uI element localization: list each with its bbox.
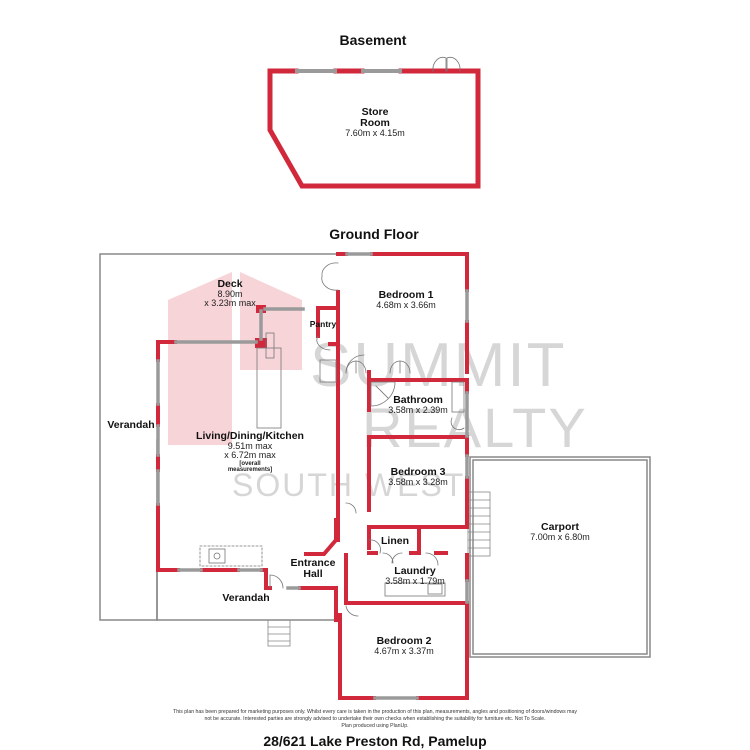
bedroom1-dimensions: 4.68m x 3.66m	[376, 300, 436, 311]
deck-dim-line1: 8.90m	[217, 289, 243, 300]
watermark-line2: REALTY	[362, 396, 588, 459]
bathroom-label: Bathroom 3.58m x 2.39m	[388, 394, 448, 416]
deck-label: Deck 8.90m x 3.23m max	[204, 278, 256, 309]
living-name: Living/Dining/Kitchen	[196, 430, 304, 442]
living-dim-line2: x 6.72m max	[224, 450, 276, 461]
bedroom2-name: Bedroom 2	[376, 635, 432, 647]
watermark-line3: SOUTH WEST	[232, 467, 466, 503]
disclaimer-line1: This plan has been prepared for marketin…	[173, 709, 577, 715]
ground-floor-walls	[156, 252, 469, 700]
basement-title: Basement	[339, 32, 407, 48]
store-room-dimensions: 7.60m x 4.15m	[345, 128, 405, 139]
carport-dimensions: 7.00m x 6.80m	[530, 532, 590, 543]
entrance-name-line1: Entrance	[290, 557, 336, 569]
carport-label: Carport 7.00m x 6.80m	[530, 521, 590, 543]
disclaimer: This plan has been prepared for marketin…	[125, 709, 625, 729]
disclaimer-line2: not be accurate. Interested parties are …	[204, 715, 546, 722]
bathroom-dimensions: 3.58m x 2.39m	[388, 405, 448, 416]
deck-dim-line2: x 3.23m max	[204, 298, 256, 309]
bedroom1-label: Bedroom 1 4.68m x 3.66m	[376, 289, 436, 311]
store-room-label: Store Room 7.60m x 4.15m	[345, 106, 405, 139]
bedroom3-label: Bedroom 3 3.58m x 3.28m	[388, 466, 448, 488]
living-dim-line1: 9.51m max	[227, 441, 273, 452]
watermark-house-left	[168, 272, 232, 445]
laundry-name: Laundry	[394, 565, 436, 577]
deck-name: Deck	[217, 278, 243, 290]
door-swings	[269, 262, 439, 617]
bedroom3-name: Bedroom 3	[390, 466, 446, 478]
laundry-label: Laundry 3.58m x 1.79m	[385, 565, 445, 587]
ground-floor-windows	[156, 252, 469, 700]
entrance-hall-label: Entrance Hall	[290, 557, 336, 581]
living-note-line2: measurements]	[227, 467, 273, 474]
bedroom1-name: Bedroom 1	[378, 289, 434, 301]
stairs-icon	[467, 491, 491, 557]
bathroom-fixtures	[370, 381, 465, 597]
linen-label: Linen	[381, 535, 409, 547]
store-room-name-line1: Store	[361, 106, 389, 118]
basement-store-room-walls	[267, 68, 481, 189]
property-address: 28/621 Lake Preston Rd, Pamelup	[263, 733, 487, 749]
front-steps-icon	[267, 619, 291, 647]
bathroom-name: Bathroom	[393, 394, 443, 406]
bedroom2-dimensions: 4.67m x 3.37m	[374, 646, 434, 657]
laundry-dimensions: 3.58m x 1.79m	[385, 576, 445, 587]
verandah-front-label: Verandah	[222, 592, 270, 604]
watermark-line1: SUMMIT	[310, 331, 567, 400]
bedroom3-dimensions: 3.58m x 3.28m	[388, 477, 448, 488]
entrance-name-line2: Hall	[303, 568, 323, 581]
bedroom2-label: Bedroom 2 4.67m x 3.37m	[374, 635, 434, 657]
carport-outline	[469, 456, 651, 658]
living-label: Living/Dining/Kitchen 9.51m max x 6.72m …	[196, 430, 304, 474]
ground-floor-title: Ground Floor	[329, 226, 419, 242]
basement-french-door-icon	[432, 57, 461, 72]
store-room-name-line2: Room	[360, 117, 390, 130]
living-note-line1: [overall	[239, 460, 261, 467]
kitchen-fixtures	[199, 332, 337, 567]
pantry-label: Pantry	[309, 319, 337, 329]
verandah-left-label: Verandah	[107, 419, 155, 431]
carport-name: Carport	[541, 521, 579, 533]
disclaimer-line3: Plan produced using PlanUp.	[341, 722, 409, 729]
